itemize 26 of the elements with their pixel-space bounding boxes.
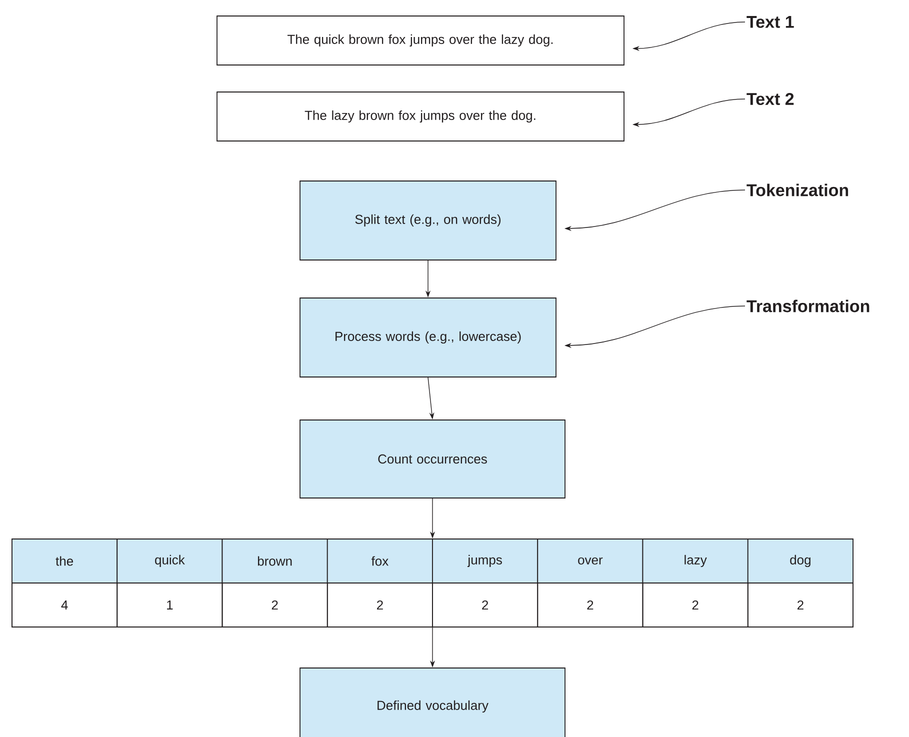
text-box: The lazy brown fox jumps over the dog.: [216, 92, 624, 142]
table-cell: lazy: [642, 538, 748, 584]
process-box: Process words (e.g., lowercase): [300, 298, 556, 378]
process-box: Split text (e.g., on words): [300, 180, 556, 260]
callout-label: Transformation: [746, 300, 870, 312]
table-cell: 2: [222, 582, 328, 628]
table-cell: 2: [432, 582, 538, 628]
process-box: Defined vocabulary: [300, 668, 566, 737]
table-cell: quick: [116, 538, 223, 584]
table-cell: dog: [747, 538, 854, 584]
process-box: Count occurrences: [300, 420, 566, 498]
callout-label: Text 2: [746, 92, 794, 106]
table-cell: over: [537, 538, 644, 584]
table-cell: 2: [642, 582, 748, 628]
table-cell: 4: [12, 582, 118, 628]
callout-label: Tokenization: [746, 184, 848, 196]
table-cell: 2: [326, 582, 433, 628]
table-cell: 2: [537, 582, 644, 628]
table-cell: 2: [747, 582, 854, 628]
table-cell: the: [12, 538, 118, 584]
table-cell: fox: [326, 538, 433, 584]
callout-label: Text 1: [746, 16, 794, 28]
table-cell: 1: [116, 582, 223, 628]
table-cell: brown: [222, 538, 328, 584]
table-cell: jumps: [432, 538, 538, 584]
text-box: The quick brown fox jumps over the lazy dog.: [216, 16, 624, 66]
